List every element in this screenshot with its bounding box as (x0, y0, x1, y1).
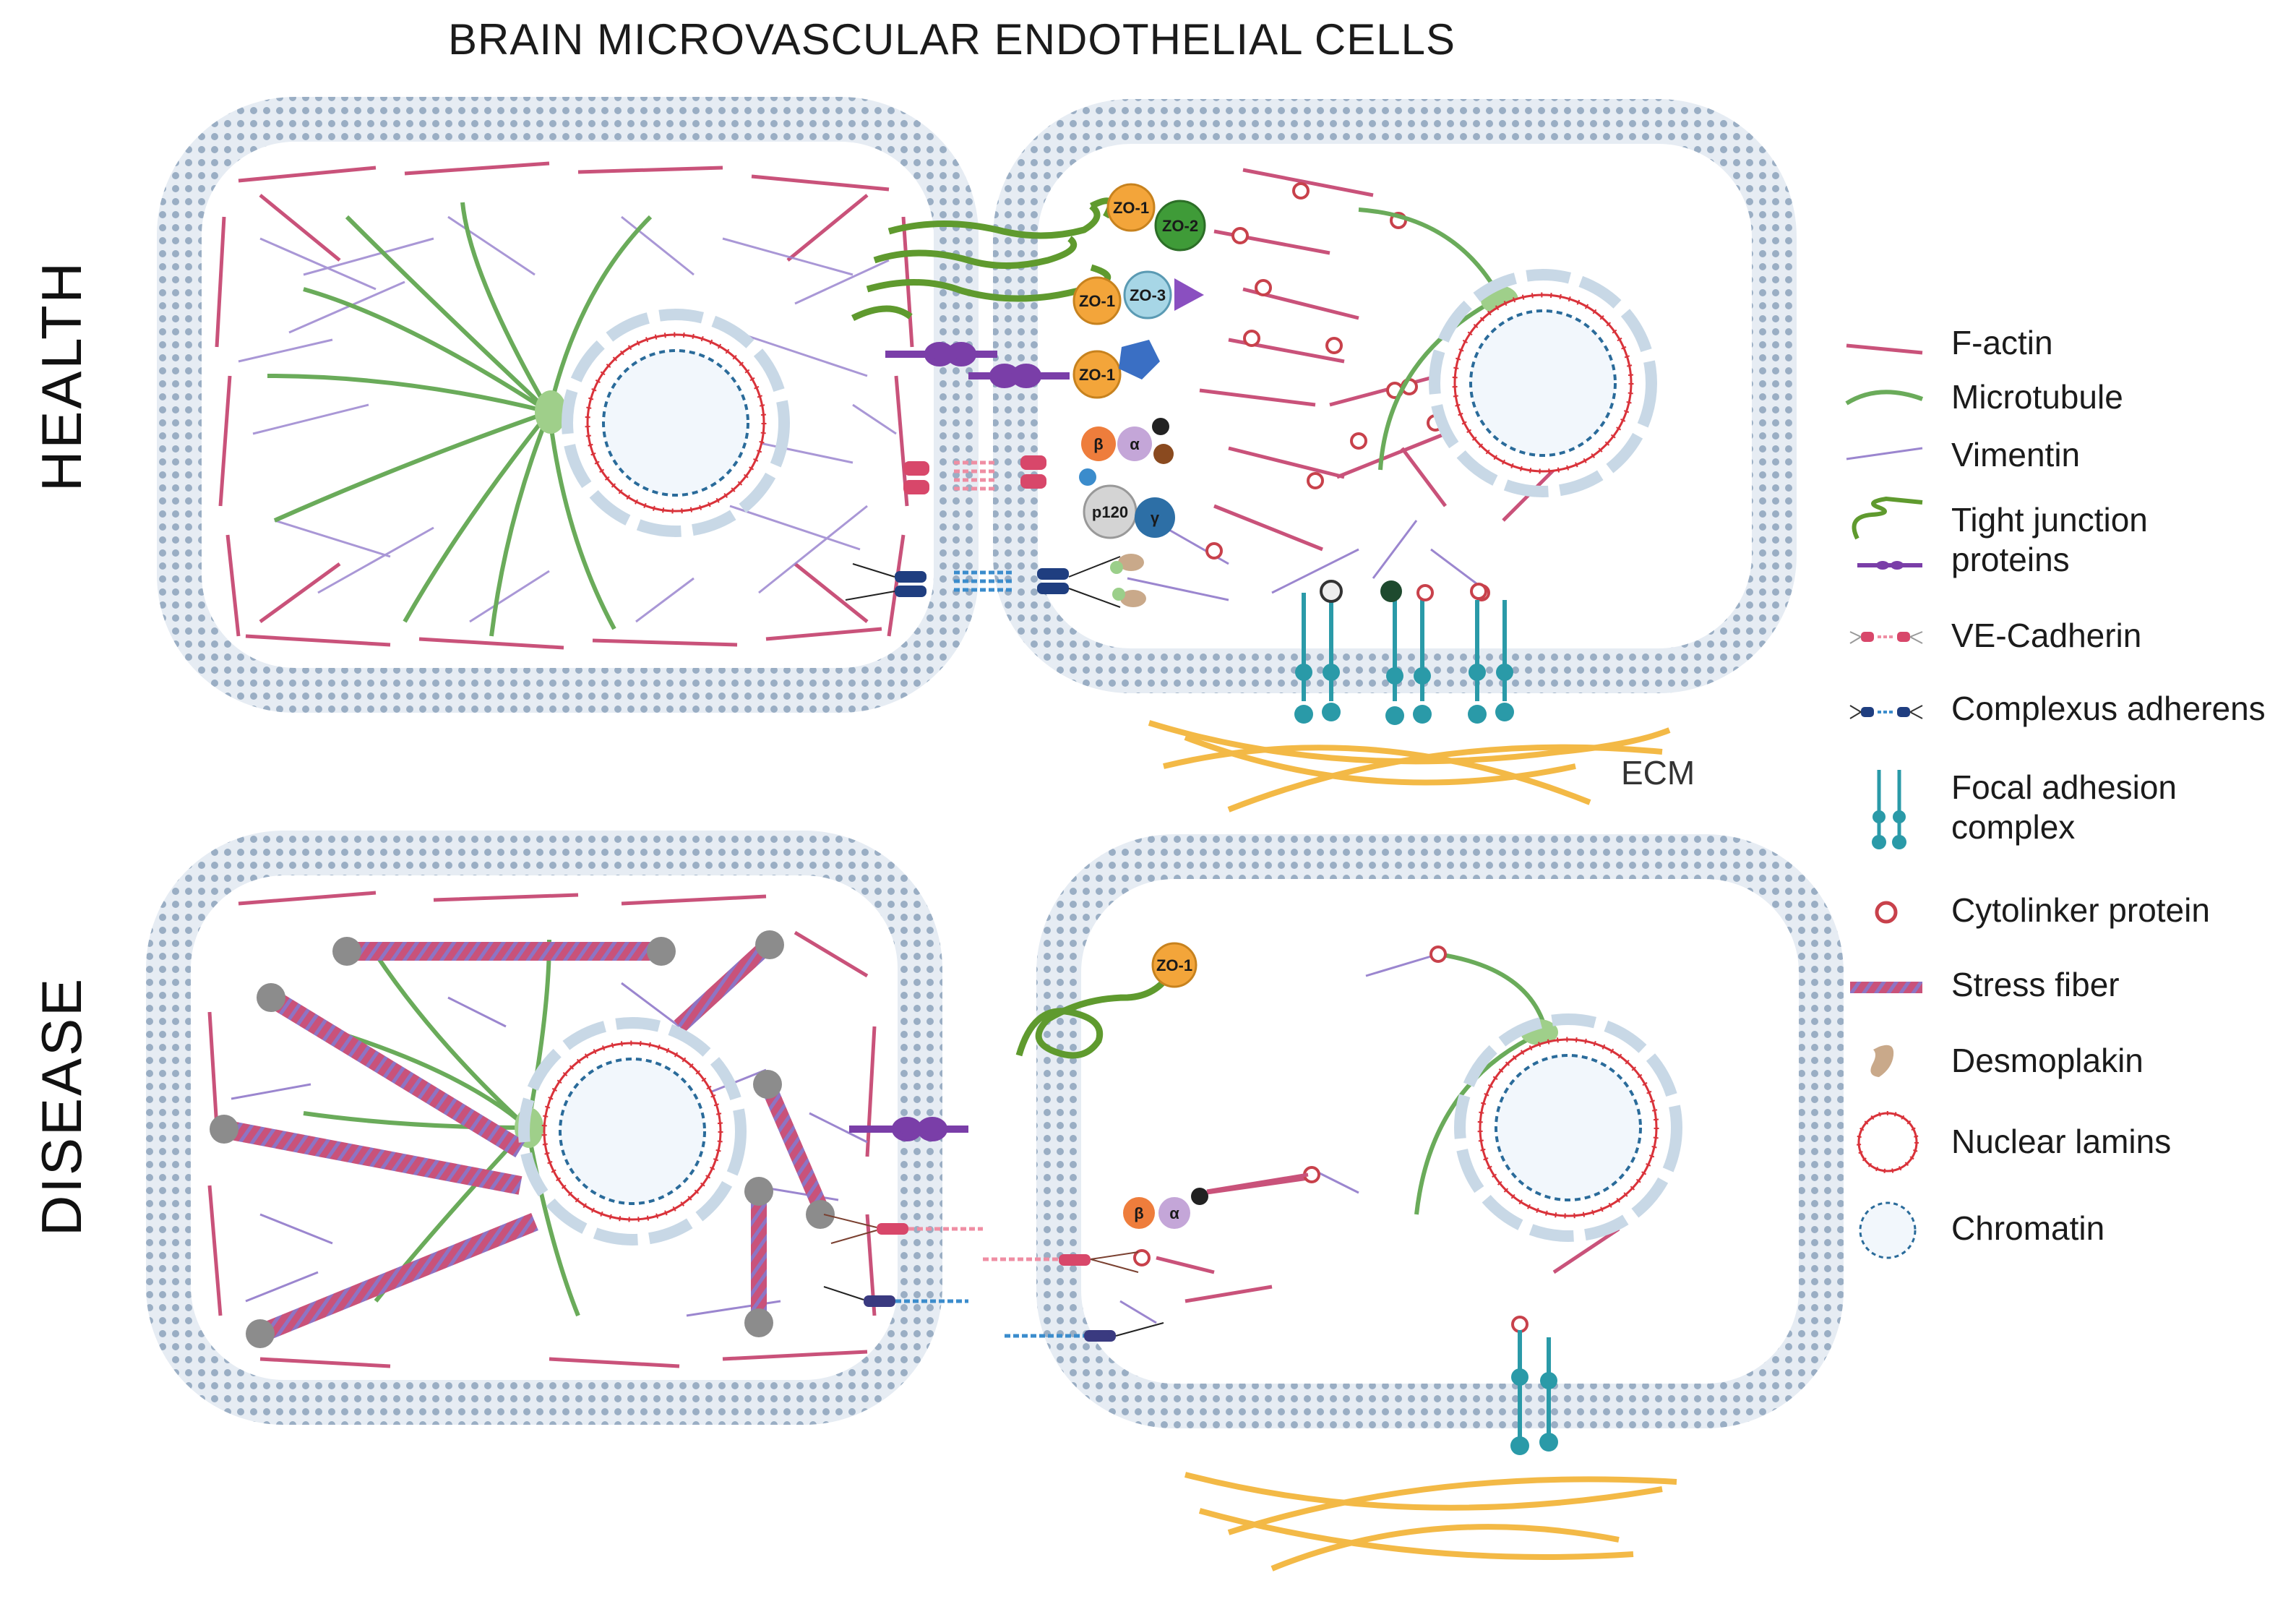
protein-zo2: ZO-2 (1154, 200, 1206, 252)
jam-disease (849, 1117, 968, 1141)
diagram-title: BRAIN MICROVASCULAR ENDOTHELIAL CELLS (448, 15, 1456, 64)
svg-text:ZO-2: ZO-2 (1162, 217, 1198, 235)
vimentin-disease-right (1119, 953, 1439, 1324)
protein-gamma: γ (1135, 497, 1175, 538)
vimentin-icon (1846, 447, 1923, 460)
legend-item-ve-cadherin: VE-Cadherin (1849, 617, 2141, 654)
f-actin-disease (207, 891, 877, 1368)
focal-adhesions-health (1294, 580, 1514, 725)
focal-adhesion-disease (1510, 1330, 1558, 1455)
f-actin-cortex (215, 161, 914, 650)
health-cell-right (993, 99, 1797, 693)
svg-text:p120: p120 (1092, 503, 1128, 521)
legend-item-tight-junction: Tight junction proteins (1852, 496, 2148, 578)
tight-junction-icon (1852, 496, 1923, 570)
svg-text:ZO-1: ZO-1 (1079, 292, 1115, 310)
disease-cell-right (1036, 834, 1844, 1428)
ecm-fibers-health (1148, 720, 1671, 813)
svg-text:Chromatin: Chromatin (1951, 1209, 2104, 1247)
vimentin-network (238, 215, 897, 623)
svg-text:β: β (1134, 1204, 1143, 1222)
protein-alpha-health: α (1117, 418, 1174, 464)
protein-zo3: ZO-3 (1123, 270, 1204, 320)
legend-item-desmoplakin: Desmoplakin (1870, 1042, 2144, 1079)
stress-fibers (210, 930, 835, 1348)
legend-item-vimentin: Vimentin (1846, 436, 2080, 473)
svg-text:ZO-1: ZO-1 (1113, 199, 1149, 217)
svg-text:Cytolinker protein: Cytolinker protein (1951, 891, 2210, 929)
f-actin-icon (1846, 343, 1923, 355)
legend-item-nuclear-lamins: Nuclear lamins (1857, 1111, 2171, 1173)
focal-adhesion-icon (1872, 770, 1906, 849)
svg-text:F-actin: F-actin (1951, 324, 2053, 361)
health-cell-left (157, 97, 979, 713)
legend-item-microtubule: Microtubule (1845, 378, 2123, 416)
svg-text:ZO-3: ZO-3 (1130, 286, 1166, 304)
svg-text:Focal adhesion: Focal adhesion (1951, 768, 2177, 806)
svg-text:β: β (1093, 435, 1103, 453)
complexus-adherens-health (845, 556, 1121, 608)
microtubule-aster (267, 202, 653, 637)
ve-cadherin-icon (1849, 631, 1923, 644)
svg-text:Tight junction: Tight junction (1951, 501, 2148, 539)
desmoplakin-icon (1870, 1045, 1894, 1077)
svg-text:Stress fiber: Stress fiber (1951, 966, 2120, 1003)
protein-zo1-top: ZO-1 (1106, 183, 1156, 232)
nuclear-lamins-icon (1857, 1111, 1919, 1173)
protein-p120: p120 (1079, 468, 1138, 539)
svg-text:Complexus adherens: Complexus adherens (1951, 690, 2266, 727)
svg-text:Nuclear lamins: Nuclear lamins (1951, 1123, 2171, 1160)
legend-item-cytolinker: Cytolinker protein (1875, 891, 2210, 929)
ve-cadherin-health (903, 455, 1046, 494)
legend-item-focal-adhesion: Focal adhesion complex (1872, 768, 2177, 849)
f-actin-disease-right (1156, 1176, 1620, 1303)
tight-junction-disease: ZO-1 (1015, 942, 1198, 1059)
ecm-label: ECM (1621, 754, 1695, 792)
ve-cadherin-disease (823, 1214, 1139, 1273)
svg-text:γ: γ (1151, 509, 1160, 527)
complexus-adherens-icon (1849, 705, 1923, 719)
svg-text:VE-Cadherin: VE-Cadherin (1951, 617, 2141, 654)
ecm-fibers-disease (1184, 1472, 1677, 1572)
legend-item-f-actin: F-actin (1846, 324, 2053, 361)
legend-item-chromatin: Chromatin (1859, 1201, 2104, 1259)
protein-zo1-low: ZO-1 (1072, 340, 1160, 399)
svg-text:Vimentin: Vimentin (1951, 436, 2080, 473)
jam-proteins-health (885, 342, 1070, 388)
svg-text:α: α (1130, 435, 1140, 453)
complexus-adherens-disease (823, 1286, 1164, 1342)
catenins-disease: β α (1123, 1172, 1309, 1229)
chromatin-icon (1859, 1201, 1917, 1259)
legend-item-complexus-adherens: Complexus adherens (1849, 690, 2266, 727)
desmoplakin-health (1110, 554, 1146, 607)
svg-text:ZO-1: ZO-1 (1079, 366, 1115, 384)
svg-text:Desmoplakin: Desmoplakin (1951, 1042, 2144, 1079)
vimentin-right (1127, 505, 1489, 601)
legend: F-actin Microtubule Vimentin Tight junct… (1845, 324, 2266, 1259)
svg-text:Microtubule: Microtubule (1951, 378, 2123, 416)
microtubule-icon (1845, 390, 1924, 406)
section-label-health: HEALTH (30, 260, 93, 492)
protein-beta-health: β (1081, 426, 1116, 461)
protein-zo1-mid: ZO-1 (1072, 276, 1122, 325)
disease-cell-left (146, 831, 942, 1425)
svg-text:proteins: proteins (1951, 541, 2070, 578)
legend-item-stress-fiber: Stress fiber (1850, 966, 2120, 1003)
cytolinker-disease (1133, 946, 1528, 1333)
svg-text:complex: complex (1951, 808, 2075, 846)
cytolinker-icon (1875, 901, 1898, 924)
microtubule-disease-right (1414, 952, 1558, 1215)
protein-zo1-disease: ZO-1 (1156, 956, 1192, 974)
section-label-disease: DISEASE (30, 977, 93, 1236)
svg-text:α: α (1169, 1204, 1179, 1222)
